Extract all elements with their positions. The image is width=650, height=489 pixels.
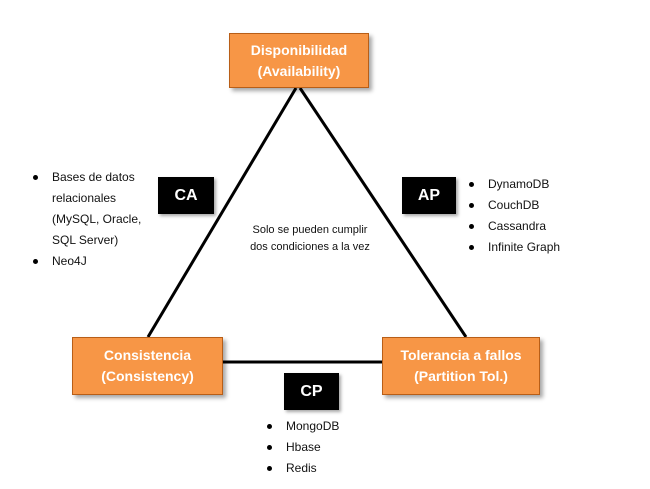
list-item: DynamoDB xyxy=(466,174,616,195)
consistency-node: Consistencia (Consistency) xyxy=(72,337,223,395)
list-item: CouchDB xyxy=(466,195,616,216)
list-item: Neo4J xyxy=(30,251,160,272)
partition-tolerance-label: Tolerancia a fallos xyxy=(400,347,522,363)
consistency-sublabel: (Consistency) xyxy=(101,368,194,384)
list-item: MongoDB xyxy=(264,416,384,437)
consistency-label: Consistencia xyxy=(103,347,192,363)
ap-examples-list: DynamoDB CouchDB Cassandra Infinite Grap… xyxy=(466,174,616,258)
list-item: Infinite Graph xyxy=(466,237,616,258)
ap-tag: AP xyxy=(402,177,456,214)
availability-node: Disponibilidad (Availability) xyxy=(229,33,369,88)
partition-tolerance-sublabel: (Partition Tol.) xyxy=(414,368,508,384)
center-note: Solo se pueden cumplir dos condiciones a… xyxy=(250,224,370,253)
ca-examples-list: Bases de datos relacionales (MySQL, Orac… xyxy=(30,167,160,272)
list-item: Cassandra xyxy=(466,216,616,237)
list-item: Hbase xyxy=(264,437,384,458)
cp-examples-list: MongoDB Hbase Redis xyxy=(264,416,384,479)
list-item: Redis xyxy=(264,458,384,479)
partition-tolerance-node: Tolerancia a fallos (Partition Tol.) xyxy=(382,337,540,395)
edge-availability-consistency xyxy=(146,87,298,338)
cp-tag: CP xyxy=(284,373,339,410)
edge-availability-partition xyxy=(298,87,468,338)
ca-tag: CA xyxy=(158,177,214,214)
availability-sublabel: (Availability) xyxy=(257,62,341,79)
availability-label: Disponibilidad xyxy=(250,41,348,58)
list-item: Bases de datos relacionales (MySQL, Orac… xyxy=(30,167,160,251)
